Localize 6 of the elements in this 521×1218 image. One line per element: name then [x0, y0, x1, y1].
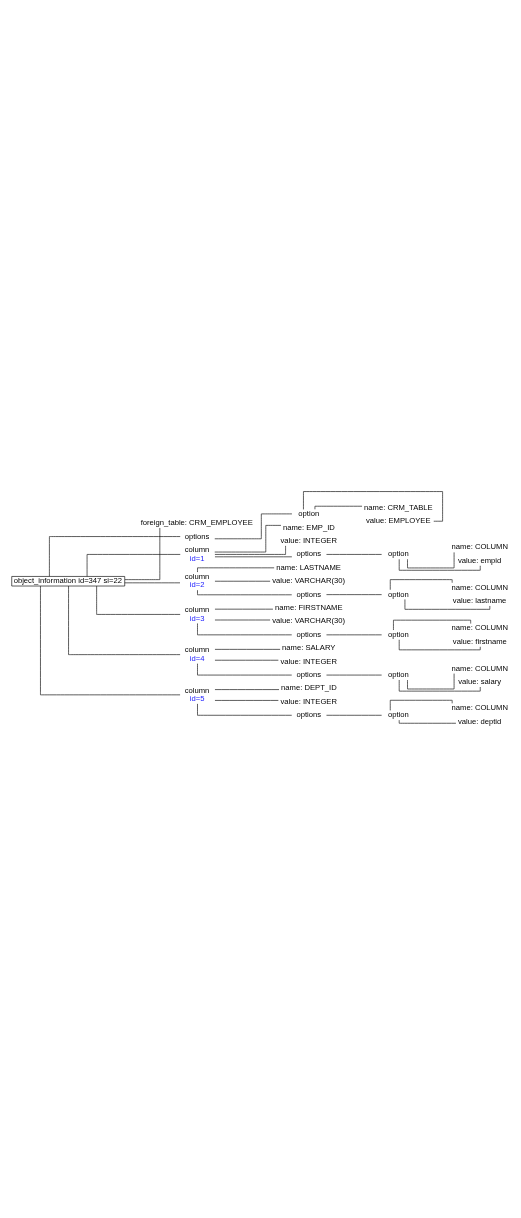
connector — [124, 527, 160, 580]
connector — [67, 585, 180, 655]
connector — [48, 536, 181, 577]
connector — [39, 585, 180, 696]
connector — [95, 585, 180, 615]
connector — [86, 554, 181, 577]
